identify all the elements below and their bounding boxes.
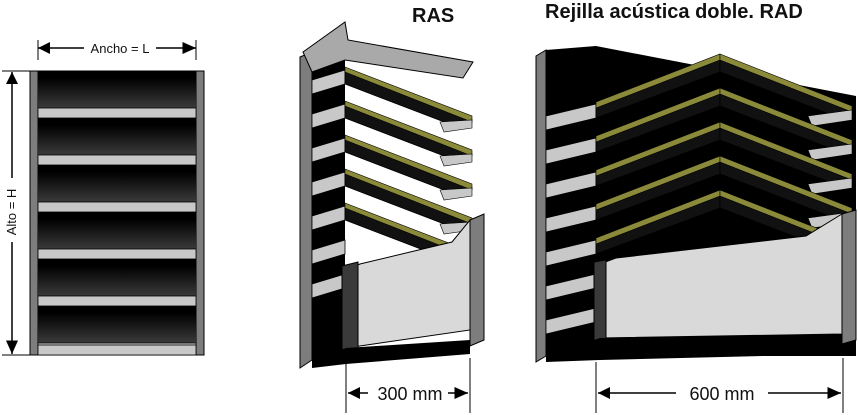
ras-base	[312, 340, 470, 368]
rad-base	[546, 334, 842, 362]
front-view: Ancho = L Alto = H	[2, 40, 205, 356]
rad-cover-edge	[841, 209, 857, 345]
ras-blade-tip	[439, 187, 473, 201]
rad-depth-label: 600 mm	[689, 384, 754, 404]
front-blade-light	[37, 154, 197, 166]
ras-cover-edge	[469, 213, 485, 347]
ras-blade-face	[311, 239, 346, 265]
front-blade-light	[37, 248, 197, 260]
front-blade-dark	[38, 313, 196, 343]
front-blade-light	[37, 107, 197, 119]
front-blades	[37, 78, 197, 356]
front-blade-light	[37, 201, 197, 213]
ras-blade-tip	[439, 119, 473, 133]
rad-diagram: Rejilla acústica doble. RAD 600 mm	[535, 1, 857, 413]
front-blade-dark	[38, 125, 196, 155]
front-blade-dark	[38, 266, 196, 296]
front-blade-dark	[38, 219, 196, 249]
rad-blade-tip	[807, 143, 853, 161]
rad-blades	[545, 53, 853, 335]
rad-title: Rejilla acústica doble. RAD	[545, 1, 803, 23]
rad-side-frame	[535, 49, 547, 363]
width-label: Ancho = L	[91, 41, 150, 56]
ras-blade-tip	[439, 153, 473, 167]
ras-depth-label: 300 mm	[377, 384, 442, 404]
rad-blade-tip	[807, 109, 853, 127]
front-blade-light	[37, 295, 197, 307]
front-blade-dark	[38, 172, 196, 202]
ras-side-frame	[299, 51, 313, 369]
height-label: Alto = H	[4, 189, 19, 236]
rad-cover-left	[593, 259, 607, 345]
front-blade-light	[37, 344, 197, 356]
front-blade-dark	[38, 78, 196, 108]
ras-diagram: RAS 300 mm	[299, 5, 485, 413]
ras-top-cap	[302, 21, 474, 79]
ras-cover-left	[341, 261, 359, 357]
rad-blade-tip	[807, 177, 853, 195]
ras-title: RAS	[412, 5, 454, 27]
